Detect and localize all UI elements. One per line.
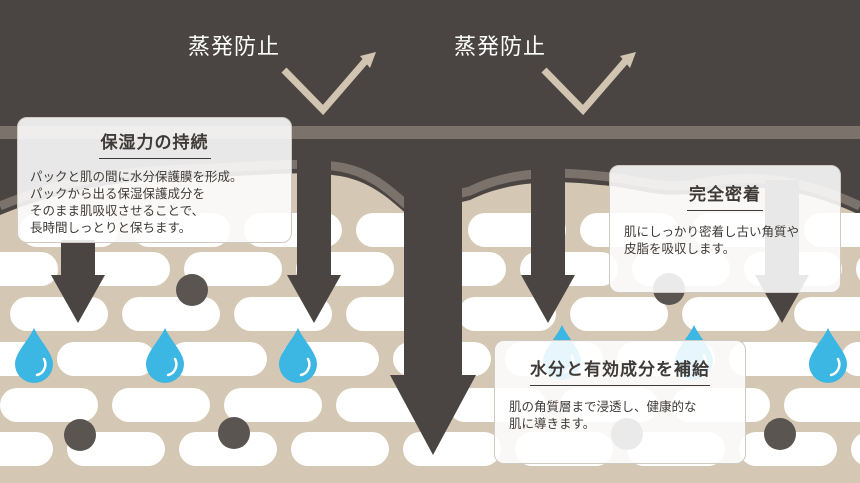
skin-cell <box>10 297 108 331</box>
skin-cell <box>0 432 53 466</box>
particle-icon <box>176 274 208 306</box>
skin-cell <box>224 388 322 422</box>
down-arrow-icon <box>521 139 575 323</box>
skin-cell <box>0 252 58 286</box>
evaporation-label-right: 蒸発防止 <box>454 35 547 60</box>
skin-cell <box>682 297 780 331</box>
skin-cell <box>179 432 277 466</box>
adhesion-card: 完全密着 肌にしっかり密着し古い角質や 皮脂を吸収します。 <box>609 165 841 293</box>
moisture-card-title: 保湿力の持続 <box>100 133 209 153</box>
evaporation-label-left: 蒸発防止 <box>188 35 281 60</box>
skin-cell <box>851 434 860 464</box>
skin-cell <box>291 432 389 466</box>
skin-cell <box>0 388 98 422</box>
check-arrow-icon <box>281 52 376 116</box>
skin-cell <box>122 297 220 331</box>
adhesion-card-body: 肌にしっかり密着し古い角質や 皮脂を吸収します。 <box>624 224 800 256</box>
supply-card: 水分と有効成分を補給 肌の角質層まで浸透し、健康的な 肌に導きます。 <box>494 340 746 464</box>
supply-card-rule <box>530 385 710 386</box>
skin-cell <box>169 342 267 376</box>
skin-cell <box>794 297 860 331</box>
moisture-card: 保湿力の持続 パックと肌の間に水分保護膜を形成。 パックから出る保湿保護成分を … <box>17 117 292 243</box>
particle-icon <box>218 417 250 449</box>
skin-cell <box>112 388 210 422</box>
supply-card-body: 肌の角質層まで浸透し、健康的な 肌に導きます。 <box>509 399 697 431</box>
supply-card-title: 水分と有効成分を補給 <box>530 360 710 380</box>
particle-icon <box>764 418 796 450</box>
skin-cell <box>739 432 837 466</box>
skin-cell <box>729 342 827 376</box>
skin-cell <box>856 258 860 280</box>
moisture-card-rule <box>98 158 211 159</box>
down-arrow-icon <box>287 139 341 323</box>
adhesion-card-title: 完全密着 <box>689 185 761 205</box>
skin-cell <box>570 297 668 331</box>
skin-cell <box>458 297 556 331</box>
skin-cell <box>57 342 155 376</box>
down-arrow-icon <box>51 240 105 323</box>
skin-cell <box>403 432 501 466</box>
central-down-arrow <box>390 139 476 455</box>
skin-cell <box>184 252 282 286</box>
skin-cell <box>784 388 860 422</box>
check-arrow-icon <box>541 52 636 116</box>
particle-icon <box>64 419 96 451</box>
adhesion-card-rule <box>687 210 763 211</box>
moisture-card-body: パックと肌の間に水分保護膜を形成。 パックから出る保湿保護成分を そのまま肌吸収… <box>30 169 243 235</box>
